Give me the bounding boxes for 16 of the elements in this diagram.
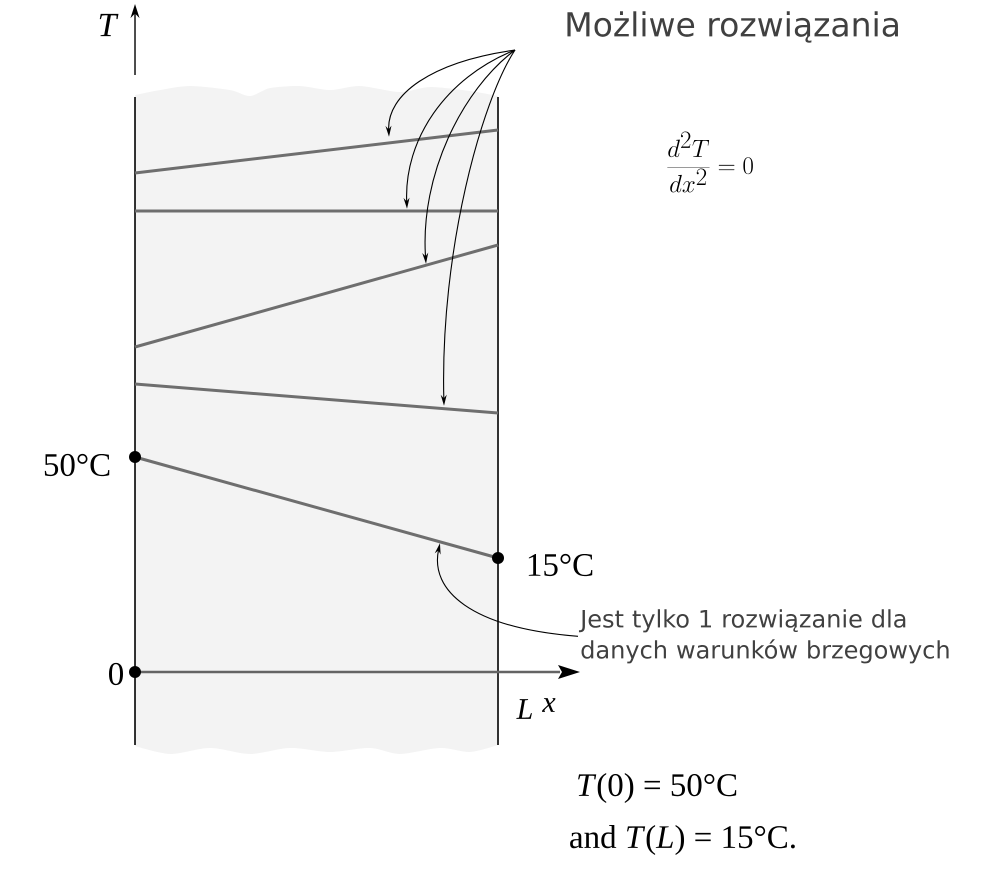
- formula: $\frac{d^2T}{dx^2} = 0$: [667, 131, 753, 192]
- temperature-profile-line: [134, 128, 498, 174]
- note-text: Możliwe rozwiązania: [567, 11, 898, 43]
- axis-label: L: [516, 699, 532, 719]
- note-text: Jest tylko 1 rozwiązanie dla danych warunków brzegowych: [578, 609, 949, 664]
- temperature-label: 50°C: [44, 454, 110, 476]
- temperature-profile-line: [134, 382, 498, 414]
- temperature-label: 15°C: [528, 554, 592, 576]
- condition-text: T(0) = 50°C: [578, 773, 736, 803]
- temperature-profile-line: [134, 244, 498, 348]
- axis-label: 0: [109, 662, 123, 686]
- temperature-profile-line: [135, 210, 498, 212]
- condition-text: and T(L) = 15°C.: [570, 825, 795, 855]
- temperature-profile-line: [129, 451, 504, 564]
- axis-label: T: [100, 14, 118, 36]
- axis-label: x: [542, 698, 556, 712]
